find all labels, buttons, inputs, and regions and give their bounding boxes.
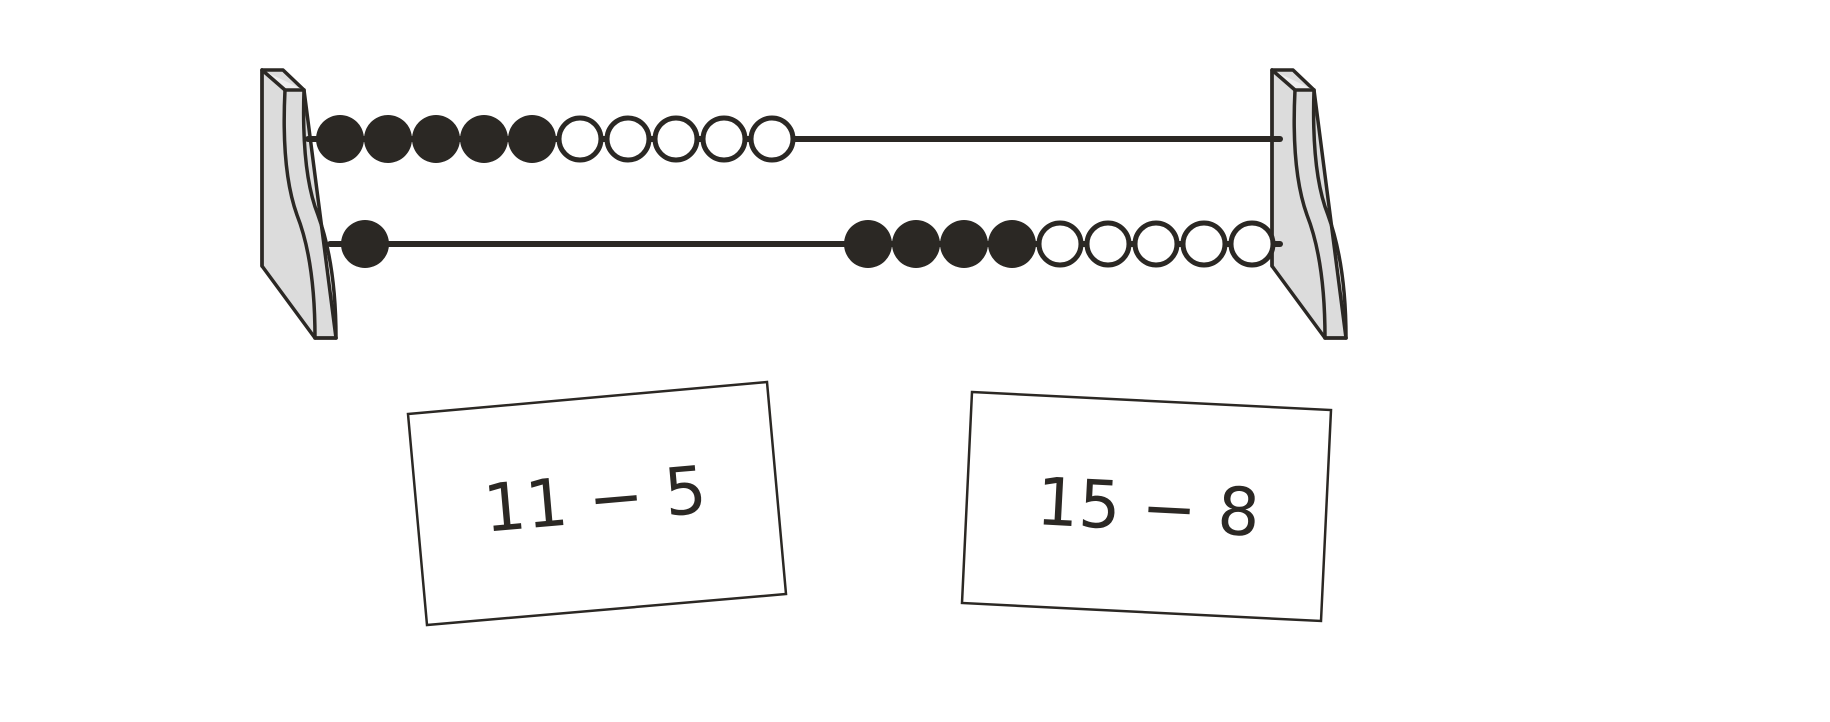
bottom-rod-right-dark-bead-3: [940, 220, 988, 268]
bottom-rod-right-dark-bead-1: [844, 220, 892, 268]
bottom-rod-beads: [341, 220, 1276, 268]
top-rod-left-dark-bead-3: [412, 115, 460, 163]
bottom-rod-right-light-bead-7: [1132, 220, 1180, 268]
top-rod-left-light-bead-8: [652, 115, 700, 163]
left-frame-post: [260, 68, 338, 340]
top-rod-left-light-bead-7: [604, 115, 652, 163]
top-rod-left-dark-bead-5: [508, 115, 556, 163]
bottom-rod-right-dark-bead-4: [988, 220, 1036, 268]
bottom-rod-right-dark-bead-2: [892, 220, 940, 268]
top-rod-left-dark-bead-4: [460, 115, 508, 163]
top-rod-left-light-bead-10: [748, 115, 796, 163]
bottom-rod-left-dark-bead-1: [341, 220, 389, 268]
card-1: 11 − 5: [406, 380, 788, 627]
top-rod-left-dark-bead-2: [364, 115, 412, 163]
card-2: 15 − 8: [960, 390, 1333, 623]
bottom-rod-right-light-bead-6: [1084, 220, 1132, 268]
bottom-rod-right-light-bead-5: [1036, 220, 1084, 268]
bottom-rod-right-light-bead-8: [1180, 220, 1228, 268]
bottom-rod-right-light-bead-9: [1228, 220, 1276, 268]
top-rod-left-light-bead-9: [700, 115, 748, 163]
top-rod-left-light-bead-6: [556, 115, 604, 163]
top-rod-beads: [316, 115, 796, 163]
right-frame-post: [1270, 68, 1348, 340]
top-rod-left-dark-bead-1: [316, 115, 364, 163]
card-2-expression: 15 − 8: [1035, 463, 1262, 552]
